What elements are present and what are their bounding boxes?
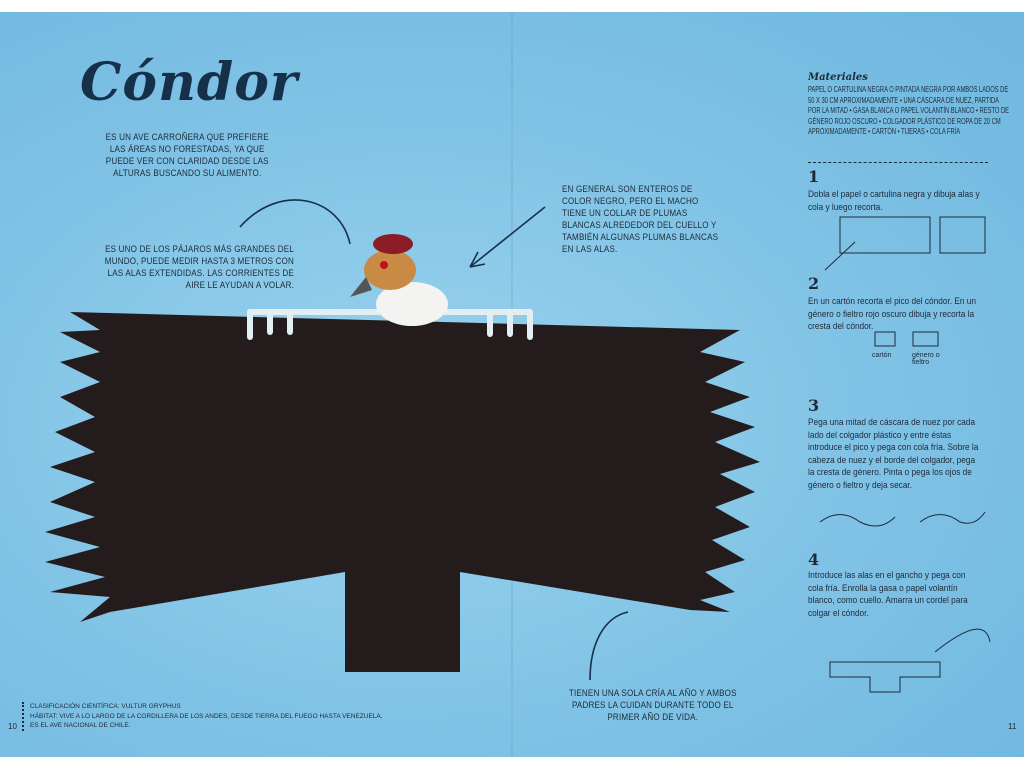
arrow-curve-3 bbox=[589, 611, 629, 681]
condor-illustration bbox=[45, 199, 991, 693]
step-text: Dobla el papel o cartulina negra y dibuj… bbox=[808, 189, 980, 212]
divider bbox=[808, 162, 988, 163]
fact-color: En general son enteros de color negro, p… bbox=[562, 184, 719, 255]
red-crest bbox=[373, 234, 413, 254]
page-title: Cóndor bbox=[80, 52, 299, 113]
arrow-curve-2 bbox=[469, 206, 546, 268]
intro-text: Es un ave carroñera que prefiere las áre… bbox=[105, 132, 269, 179]
condor-wings bbox=[45, 312, 760, 672]
step-number: 2 bbox=[808, 274, 820, 293]
footnote: Es el ave nacional de Chile. bbox=[30, 722, 131, 729]
step-sketches bbox=[819, 216, 991, 693]
sketch-label: cartón bbox=[872, 352, 892, 359]
step-number: 4 bbox=[808, 550, 820, 569]
fact-size: Es uno de los pájaros más grandes del mu… bbox=[104, 244, 294, 291]
walnut-head bbox=[364, 250, 416, 290]
eye bbox=[380, 261, 388, 269]
materials-text: Papel o cartulina negra o pintada negra … bbox=[808, 85, 1010, 136]
footnote: Clasificación científica: Vultur gryphus bbox=[30, 703, 181, 710]
step-text: Pega una mitad de cáscara de nuez por ca… bbox=[808, 417, 979, 490]
footnote: Hábitat: vive a lo largo de la cordiller… bbox=[30, 712, 383, 720]
fact-breeding: Tienen una sola cría al año y ambos padr… bbox=[568, 688, 737, 723]
arrow-curve-1 bbox=[239, 199, 351, 245]
step-number: 3 bbox=[808, 396, 820, 415]
book-spread: Cóndor Es un ave carroñera que prefiere … bbox=[0, 12, 1024, 757]
step-text: Introduce las alas en el gancho y pega c… bbox=[808, 570, 968, 618]
sketch-label: género o fieltro bbox=[912, 352, 940, 366]
page-number-right: 11 bbox=[1008, 722, 1017, 731]
page-number-left: 10 bbox=[8, 722, 17, 731]
step-text: En un cartón recorta el pico del cóndor.… bbox=[808, 296, 977, 331]
neck-collar bbox=[376, 282, 448, 326]
beak bbox=[350, 277, 372, 297]
footnotes: Clasificación científica: Vultur gryphus… bbox=[22, 702, 383, 731]
step-number: 1 bbox=[808, 167, 820, 186]
materials-title: Materiales bbox=[808, 72, 868, 83]
